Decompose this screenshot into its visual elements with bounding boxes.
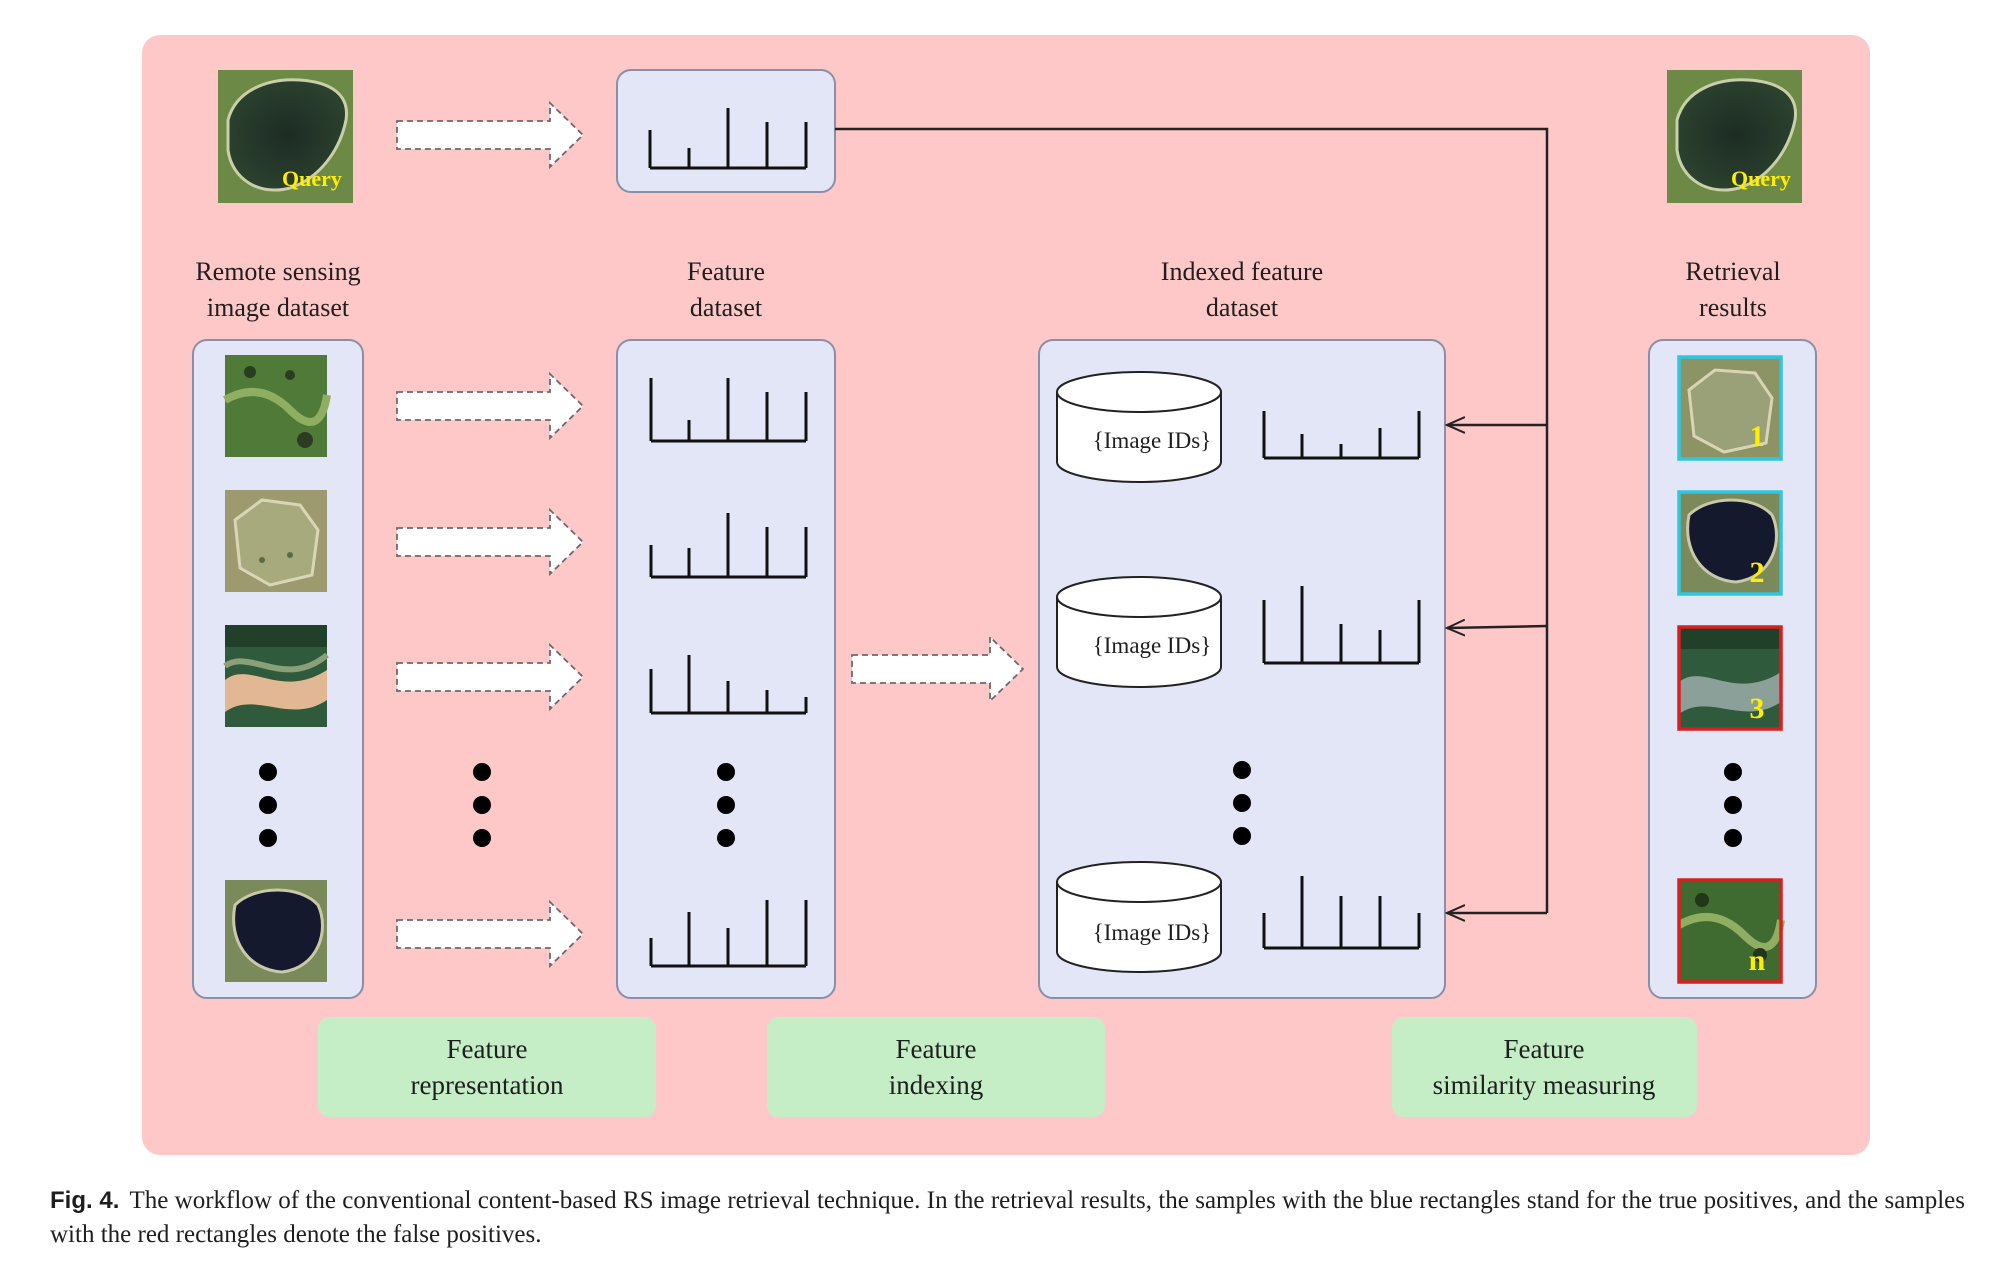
result-rank-2: 2 xyxy=(1750,556,1765,589)
dataset-image-2 xyxy=(225,490,327,592)
indexed-histogram-1 xyxy=(1262,411,1421,460)
query-representation-arrow xyxy=(396,100,585,170)
stage-similarity-box xyxy=(1392,1017,1697,1117)
ellipsis-dot xyxy=(259,796,277,814)
stage-representation-line2: representation xyxy=(411,1070,564,1100)
ellipsis-dot xyxy=(717,829,735,847)
feature-dataset-header-line1: Feature xyxy=(687,257,765,286)
stage-representation-line1: Feature xyxy=(447,1034,528,1064)
image-ids-label-2: {Image IDs} xyxy=(1093,633,1212,658)
representation-arrow-n xyxy=(396,899,585,969)
representation-arrow-2 xyxy=(396,507,585,577)
representation-arrow-3 xyxy=(396,642,585,712)
dataset-image-n xyxy=(225,880,327,982)
image-ids-cylinder-2: {Image IDs} xyxy=(1056,576,1222,688)
stage-indexing-line2: indexing xyxy=(889,1070,984,1100)
ellipsis-dot xyxy=(717,796,735,814)
feature-dataset-panel xyxy=(616,339,836,999)
stage-indexing-line1: Feature xyxy=(896,1034,977,1064)
indexed-histogram-2 xyxy=(1262,586,1421,665)
rs-dataset-header-line2: image dataset xyxy=(207,293,350,322)
workflow-diagram: Remote sensing image dataset Feature dat… xyxy=(142,35,1870,1155)
image-ids-cylinder-n: {Image IDs} xyxy=(1056,861,1222,973)
result-image-3: 3 xyxy=(1677,625,1783,731)
figure-caption-text: The workflow of the conventional content… xyxy=(50,1187,1966,1248)
ellipsis-dot xyxy=(717,763,735,781)
query-label-result: Query xyxy=(1731,166,1791,191)
ellipsis-dot xyxy=(1233,794,1251,812)
ellipsis-dot xyxy=(1724,763,1742,781)
stage-similarity-line1: Feature xyxy=(1504,1034,1585,1064)
feature-histogram-1 xyxy=(649,378,808,443)
query-image: Query xyxy=(218,70,353,203)
ellipsis-dot xyxy=(473,796,491,814)
dataset-image-3 xyxy=(223,625,329,727)
result-rank-3: 3 xyxy=(1750,692,1765,725)
result-image-2: 2 xyxy=(1677,490,1783,596)
ellipsis-dot xyxy=(259,763,277,781)
ellipsis-dot xyxy=(1724,829,1742,847)
result-rank-1: 1 xyxy=(1750,420,1765,453)
query-image-result: Query xyxy=(1667,70,1802,203)
figure-caption: Fig. 4.The workflow of the conventional … xyxy=(50,1184,1965,1252)
retrieval-results-header-line2: results xyxy=(1699,293,1767,322)
query-feature-panel xyxy=(616,69,836,193)
dataset-image-1 xyxy=(223,355,331,457)
stage-indexing-box xyxy=(767,1017,1105,1117)
query-label: Query xyxy=(282,166,342,191)
indexed-dataset-header-line2: dataset xyxy=(1206,293,1279,322)
indexing-arrow xyxy=(851,634,1025,704)
retrieval-results-header-line1: Retrieval xyxy=(1685,257,1780,286)
ellipsis-dot xyxy=(1724,796,1742,814)
indexed-histogram-n xyxy=(1262,876,1421,950)
image-ids-cylinder-1: {Image IDs} xyxy=(1056,371,1222,483)
result-image-n: n xyxy=(1677,878,1785,984)
image-ids-label-1: {Image IDs} xyxy=(1093,428,1212,453)
stage-similarity-line2: similarity measuring xyxy=(1433,1070,1656,1100)
stage-representation-box xyxy=(318,1017,656,1117)
query-feature-histogram xyxy=(648,108,808,170)
similarity-arrow-2 xyxy=(1447,626,1548,628)
image-ids-label-n: {Image IDs} xyxy=(1093,920,1212,945)
query-connector-line xyxy=(835,127,1549,913)
ellipsis-dot xyxy=(473,829,491,847)
feature-histogram-2 xyxy=(649,513,808,579)
ellipsis-dot xyxy=(259,829,277,847)
figure-label: Fig. 4. xyxy=(50,1187,120,1214)
ellipsis-dot xyxy=(1233,761,1251,779)
ellipsis-dot xyxy=(473,763,491,781)
diagram-background xyxy=(142,35,1870,1155)
feature-histogram-n xyxy=(649,900,808,968)
indexed-dataset-header-line1: Indexed feature xyxy=(1161,257,1323,286)
ellipsis-dot xyxy=(1233,827,1251,845)
rs-dataset-header-line1: Remote sensing xyxy=(195,257,360,286)
feature-histogram-3 xyxy=(649,655,808,715)
result-rank-n: n xyxy=(1749,944,1766,977)
representation-arrow-1 xyxy=(396,371,585,441)
indexed-dataset-panel xyxy=(1038,339,1446,999)
feature-dataset-header-line2: dataset xyxy=(690,293,763,322)
result-image-1: 1 xyxy=(1677,355,1783,461)
